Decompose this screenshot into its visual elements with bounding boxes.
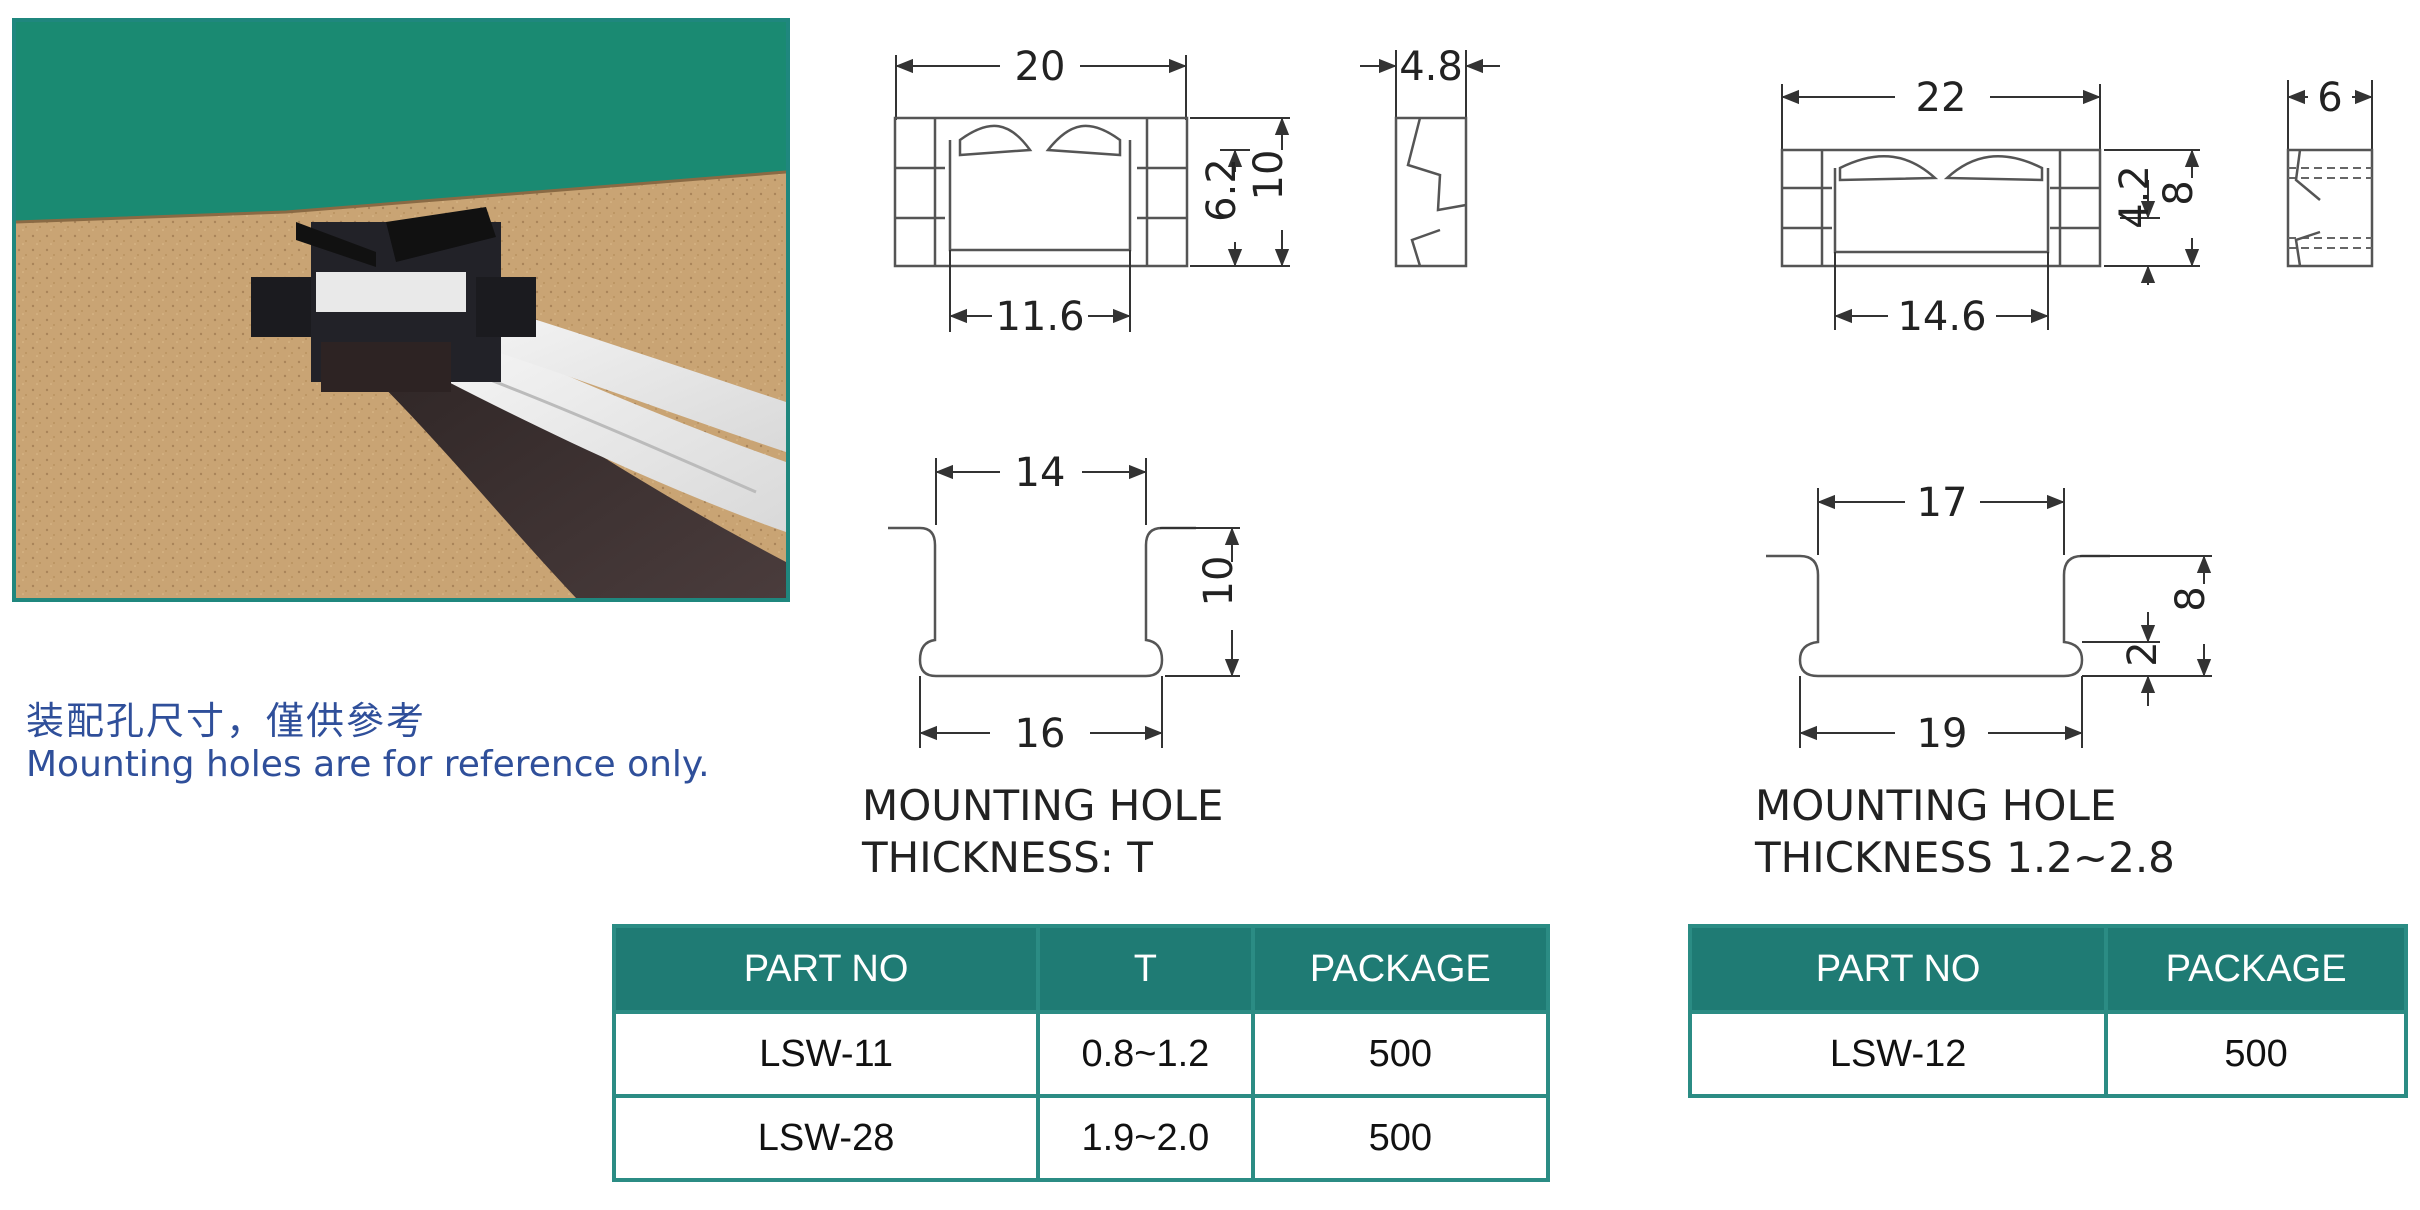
right-dim-height: 8: [2156, 180, 2202, 205]
header-thickness: T: [1036, 924, 1255, 1014]
cell-package: 500: [1250, 1094, 1551, 1182]
header-part-no: PART NO: [1687, 924, 2109, 1014]
table-header-row: PART NO PACKAGE: [1687, 924, 2408, 1014]
left-hole-dim-bottom: 16: [1015, 711, 1066, 757]
cell-part-no: LSW-11: [611, 1010, 1041, 1098]
spec-table-right: PART NO PACKAGE LSW-12 500: [1687, 924, 2408, 1098]
cell-thickness: 0.8~1.2: [1036, 1010, 1255, 1098]
technical-drawings: 20 11.6 6.2 10 4.8: [861, 44, 2374, 882]
left-hole-dim-top: 14: [1015, 450, 1066, 496]
cell-package: 500: [2104, 1010, 2408, 1098]
header-part-no: PART NO: [611, 924, 1041, 1014]
table-row: LSW-12 500: [1687, 1010, 2408, 1098]
right-hole-dim-bottom: 19: [1917, 711, 1968, 757]
right-hole-dim-step: 2: [2120, 641, 2166, 666]
left-dim-inner-width: 11.6: [995, 294, 1084, 340]
right-dim-width: 22: [1916, 75, 1967, 121]
product-photo-illustration: [16, 22, 786, 598]
right-hole-dim-height: 8: [2168, 586, 2214, 611]
left-dim-thickness: 4.8: [1399, 44, 1463, 90]
left-mounting-hole: 14 10 16: [888, 450, 1242, 757]
left-caption-line-1: MOUNTING HOLE: [862, 781, 1223, 830]
note-chinese: 装配孔尺寸，僅供參考: [26, 699, 427, 743]
right-mounting-hole: 17 8 2 19: [1766, 480, 2214, 757]
left-hole-dim-height: 10: [1196, 556, 1242, 607]
table-row: LSW-28 1.9~2.0 500: [611, 1094, 1551, 1182]
spec-table-left: PART NO T PACKAGE LSW-11 0.8~1.2 500 LSW…: [611, 924, 1551, 1182]
right-dim-inner-height: 4.2: [2112, 165, 2158, 229]
left-caption-line-2: THICKNESS: T: [861, 833, 1153, 882]
table-row: LSW-11 0.8~1.2 500: [611, 1010, 1551, 1098]
right-clip-side-view: 6: [2286, 75, 2374, 268]
cell-part-no: LSW-28: [611, 1094, 1041, 1182]
right-caption-line-2: THICKNESS 1.2~2.8: [1754, 833, 2175, 882]
cell-package: 500: [1250, 1010, 1551, 1098]
cell-part-no: LSW-12: [1687, 1010, 2109, 1098]
header-package: PACKAGE: [2104, 924, 2408, 1014]
cell-thickness: 1.9~2.0: [1036, 1094, 1255, 1182]
product-photo: [12, 18, 790, 602]
header-package: PACKAGE: [1250, 924, 1551, 1014]
right-dim-thickness: 6: [2317, 75, 2342, 121]
left-dim-inner-height: 6.2: [1199, 158, 1245, 222]
left-dim-width: 20: [1015, 44, 1066, 90]
note-english: Mounting holes are for reference only.: [26, 744, 710, 785]
left-clip-front-view: 20 11.6 6.2 10: [893, 44, 1292, 340]
right-hole-dim-top: 17: [1917, 480, 1968, 526]
left-dim-height: 10: [1246, 150, 1292, 201]
table-header-row: PART NO T PACKAGE: [611, 924, 1551, 1014]
right-caption-line-1: MOUNTING HOLE: [1755, 781, 2116, 830]
right-clip-front-view: 22 14.6 4.2 8: [1780, 75, 2202, 340]
right-dim-inner-width: 14.6: [1897, 294, 1986, 340]
left-clip-side-view: 4.8: [1360, 44, 1500, 268]
